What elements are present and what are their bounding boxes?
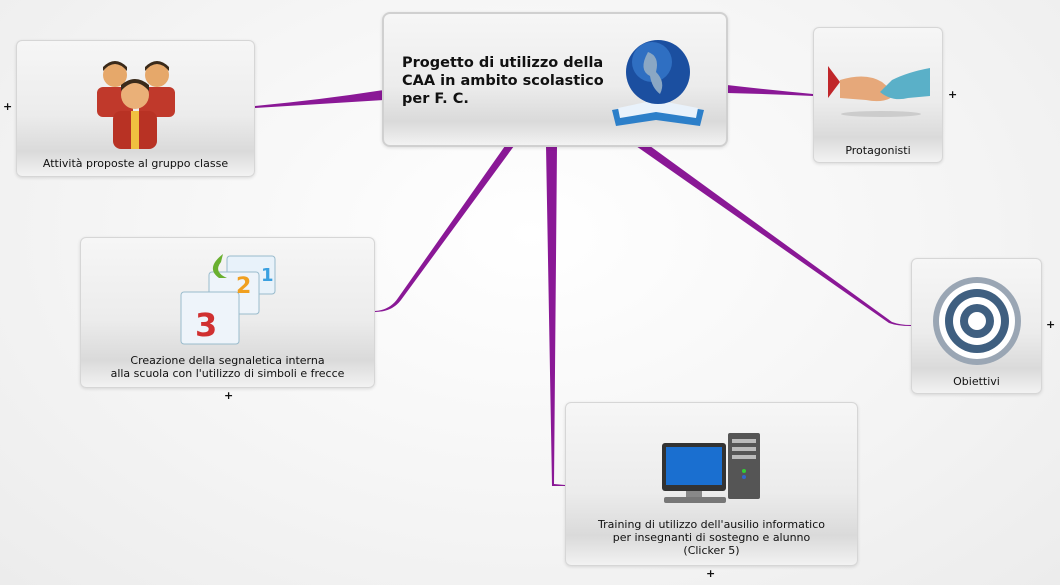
target-icon bbox=[933, 277, 1021, 365]
group-people-icon bbox=[97, 61, 175, 149]
node-protagonisti[interactable]: Protagonisti bbox=[813, 27, 943, 163]
globe-book-icon bbox=[612, 40, 704, 126]
expand-button[interactable]: + bbox=[3, 100, 13, 113]
node-label: Obiettivi bbox=[953, 375, 1000, 388]
expand-button[interactable]: + bbox=[224, 389, 234, 402]
node-attivita[interactable]: Attività proposte al gruppo classe bbox=[16, 40, 255, 177]
node-label: Attività proposte al gruppo classe bbox=[42, 157, 229, 170]
node-creazione[interactable]: 1 2 3 Creazione della segnaletica intern… bbox=[80, 237, 375, 388]
node-label: Creazione della segnaletica interna alla… bbox=[110, 354, 345, 380]
node-training[interactable]: Training di utilizzo dell'ausilio inform… bbox=[565, 402, 858, 566]
central-node[interactable]: Progetto di utilizzo della CAA in ambito… bbox=[382, 12, 728, 147]
connector-training bbox=[546, 146, 565, 486]
connector-creazione bbox=[375, 146, 514, 312]
central-title: Progetto di utilizzo della CAA in ambito… bbox=[402, 55, 604, 107]
expand-button[interactable]: + bbox=[706, 567, 716, 580]
svg-text:2: 2 bbox=[236, 274, 251, 299]
svg-text:1: 1 bbox=[261, 265, 274, 286]
node-obiettivi[interactable]: Obiettivi bbox=[911, 258, 1042, 394]
svg-text:3: 3 bbox=[195, 306, 217, 344]
connector-protagonisti bbox=[727, 85, 813, 96]
node-label: Protagonisti bbox=[845, 144, 911, 157]
connector-obiettivi bbox=[636, 146, 911, 326]
expand-button[interactable]: + bbox=[948, 88, 958, 101]
expand-button[interactable]: + bbox=[1046, 318, 1056, 331]
node-label: Training di utilizzo dell'ausilio inform… bbox=[598, 518, 825, 557]
computer-icon bbox=[662, 433, 760, 503]
connector-attivita bbox=[255, 90, 384, 108]
numbered-steps-icon: 1 2 3 bbox=[180, 254, 276, 345]
handshake-icon bbox=[828, 66, 930, 117]
